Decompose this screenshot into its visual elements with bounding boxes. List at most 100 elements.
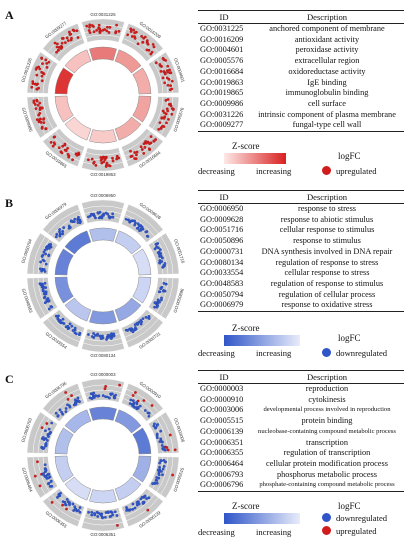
track-guide-line xyxy=(51,214,82,237)
zscore-arc xyxy=(89,406,117,421)
gene-point xyxy=(159,298,163,302)
zscore-gradient-bar xyxy=(224,335,300,346)
gene-point xyxy=(33,474,37,478)
gene-point xyxy=(168,88,172,92)
gene-point xyxy=(157,473,161,477)
gene-point xyxy=(117,29,121,33)
gene-point xyxy=(129,155,133,159)
gene-point xyxy=(170,112,174,116)
gene-point xyxy=(41,258,45,262)
zscore-arc xyxy=(54,276,74,304)
gene-point xyxy=(76,396,80,400)
gene-point xyxy=(160,65,163,68)
scatter-track xyxy=(121,488,164,527)
gene-point xyxy=(39,260,43,264)
track-guide-line xyxy=(47,388,80,413)
gene-point xyxy=(158,253,162,257)
gene-point xyxy=(171,108,175,112)
go-term-segment: GO:0009628 xyxy=(114,202,164,255)
gene-point xyxy=(159,69,163,73)
gene-point xyxy=(65,497,69,501)
gene-point xyxy=(95,333,99,337)
gene-point xyxy=(133,219,137,223)
gene-point xyxy=(115,523,119,527)
track-guide-line xyxy=(160,277,174,316)
gene-point xyxy=(163,262,167,265)
gene-point xyxy=(54,411,58,415)
gene-point xyxy=(162,458,166,462)
logfc-title: logFC xyxy=(338,333,361,343)
gene-point xyxy=(111,212,115,216)
zscore-arc xyxy=(132,67,152,95)
gene-point xyxy=(158,62,162,66)
term-label: GO:0000003 xyxy=(90,372,116,377)
term-description: extracellular region xyxy=(294,56,360,66)
scatter-track xyxy=(42,204,85,243)
gene-point xyxy=(35,73,39,77)
term-id: GO:0033554 xyxy=(200,268,244,278)
go-term-segment: GO:0006464 xyxy=(21,455,74,499)
track-guide-line xyxy=(37,277,50,313)
gene-point xyxy=(73,326,77,330)
gene-point xyxy=(153,426,157,430)
gene-point xyxy=(43,248,47,252)
gene-point xyxy=(159,286,163,290)
track-guide-line xyxy=(83,161,123,166)
track-guide-line xyxy=(32,55,46,94)
term-id: GO:0031225 xyxy=(200,24,244,33)
gene-point xyxy=(45,65,49,69)
zscore-arc xyxy=(114,297,142,322)
gene-point xyxy=(145,48,149,52)
logfc-title: logFC xyxy=(338,151,361,161)
gene-point xyxy=(142,36,146,40)
gene-point xyxy=(50,500,54,504)
gene-point xyxy=(55,232,59,236)
gene-point xyxy=(44,127,48,131)
gene-point xyxy=(155,436,159,440)
gene-point xyxy=(72,220,76,224)
gene-point xyxy=(158,261,162,265)
gene-point xyxy=(163,115,167,119)
gene-point xyxy=(45,422,49,425)
gene-point xyxy=(164,460,168,464)
term-label: GO:0006351 xyxy=(90,532,116,537)
track-guide-line xyxy=(124,214,155,237)
term-id: GO:0050794 xyxy=(200,289,244,299)
gene-point xyxy=(159,429,163,433)
zscore-arc xyxy=(54,427,74,455)
gene-point xyxy=(145,39,149,42)
gene-point xyxy=(87,510,91,514)
go-term-segment: GO:0006979 xyxy=(42,201,92,255)
gene-point xyxy=(38,267,42,271)
gene-point xyxy=(44,437,48,440)
gene-point xyxy=(103,155,107,159)
zscore-arc xyxy=(89,129,117,144)
track-guide-line xyxy=(84,517,122,521)
gene-point xyxy=(173,448,177,452)
gene-point xyxy=(165,76,169,80)
gene-point xyxy=(161,124,164,128)
gene-point xyxy=(132,28,136,32)
gene-point xyxy=(92,25,95,28)
table-header-description: Description xyxy=(250,370,404,384)
gene-point xyxy=(162,264,166,267)
scatter-track xyxy=(26,456,58,499)
gene-point xyxy=(35,66,39,70)
gene-point xyxy=(60,151,64,155)
gene-point xyxy=(58,320,62,323)
go-term-segment: GO:0050794 xyxy=(20,232,74,276)
gene-point xyxy=(60,37,64,40)
legend-a: Z-score decreasing increasing logFC upre… xyxy=(198,141,404,181)
gene-point xyxy=(37,86,41,90)
term-description: peroxidase activity xyxy=(295,45,359,55)
term-description: response to stress xyxy=(297,204,357,213)
panel-label-a: A xyxy=(5,8,14,22)
gene-point xyxy=(86,215,90,219)
gene-point xyxy=(162,58,166,62)
gene-point xyxy=(68,322,72,326)
gene-point xyxy=(111,159,115,163)
gene-point xyxy=(104,384,108,388)
gene-point xyxy=(61,500,65,504)
